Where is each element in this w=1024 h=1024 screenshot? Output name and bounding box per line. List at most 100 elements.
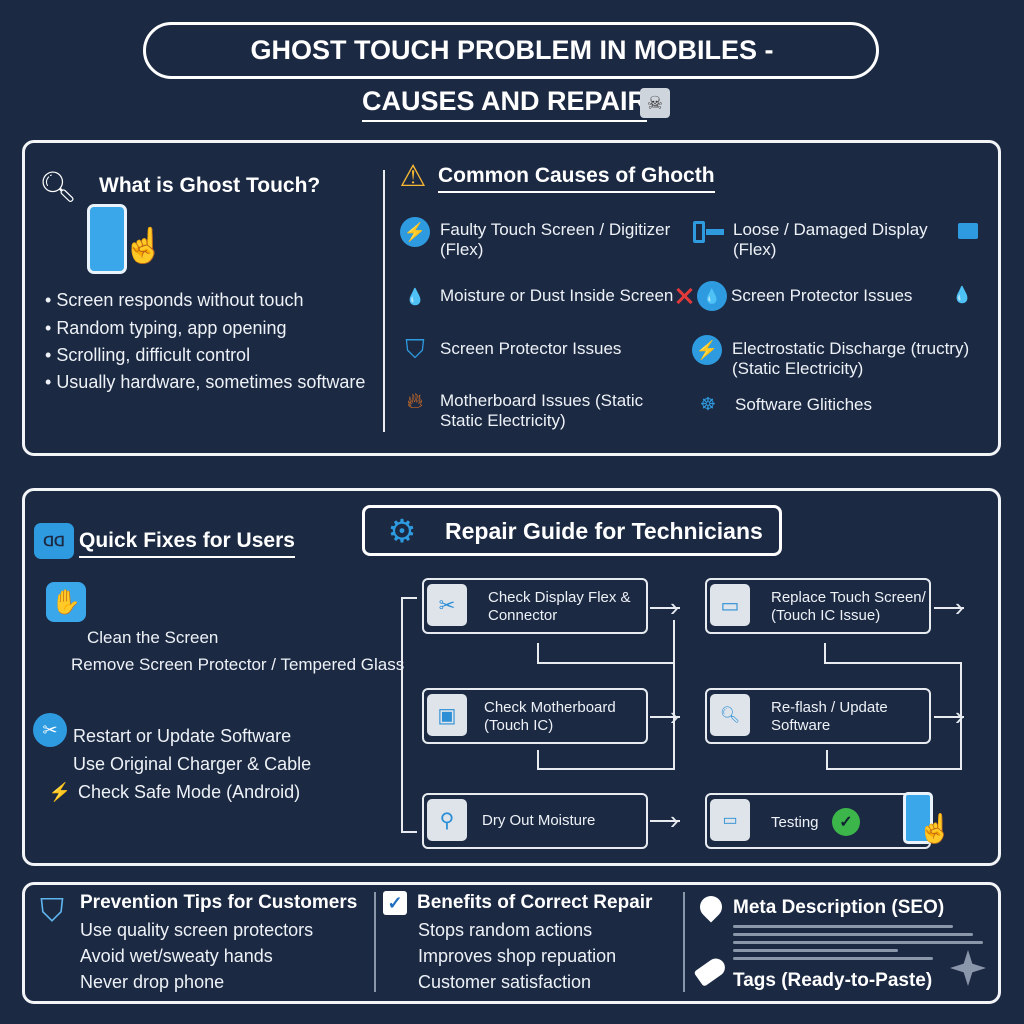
divider	[383, 170, 385, 432]
step-check-motherboard: ▣Check Motherboard (Touch IC)	[422, 688, 648, 744]
cause-item: Software Glitiches	[735, 395, 872, 414]
phone-touch-icon	[87, 204, 127, 274]
hand-pointer-icon: ☝	[917, 812, 953, 844]
bullet: • Scrolling, difficult control	[45, 345, 251, 365]
tools-icon: ✂	[33, 713, 67, 747]
arrow-icon: ›	[955, 592, 964, 622]
quick-item: Restart or Update Software	[73, 726, 292, 746]
bullet: • Random typing, app opening	[45, 318, 287, 338]
cause-item: Faulty Touch Screen / Digitizer (Flex)	[440, 220, 671, 259]
connector-tail	[706, 229, 724, 235]
overview-panel	[22, 140, 1001, 456]
cause-item: Moisture or Dust Inside Screen	[440, 286, 674, 305]
flow-line	[537, 750, 539, 770]
screen-icon: ▭	[710, 584, 750, 626]
monitor-icon: ▭	[710, 799, 750, 841]
title-line1: GHOST TOUCH PROBLEM IN MOBILES -	[250, 35, 774, 65]
flow-line	[824, 662, 961, 664]
quick-item: Clean the Screen	[87, 628, 219, 647]
text-line	[733, 941, 983, 944]
repair-heading: Repair Guide for Technicians	[445, 518, 763, 544]
cause-item: Screen Protector Issues	[731, 286, 913, 305]
step-reflash-software: 🔍︎Re-flash / Update Software	[705, 688, 931, 744]
flow-line	[537, 768, 674, 770]
meta-heading: Meta Description (SEO)	[733, 897, 945, 918]
fire-icon: 🔥︎	[406, 388, 424, 413]
arrow-icon: ›	[955, 701, 964, 731]
bullet: • Usually hardware, sometimes software	[45, 372, 366, 392]
shield-icon: ⛉	[39, 892, 64, 928]
flow-line	[537, 643, 539, 663]
bug-icon: ☸	[699, 393, 717, 414]
ghost-phone-icon: ☠	[640, 88, 670, 118]
warning-icon: ⚠	[399, 159, 427, 193]
monitor-search-icon: 🔍︎	[710, 694, 750, 736]
title-line2: CAUSES AND REPAIR	[362, 86, 648, 122]
cause-item: Motherboard Issues (Static Static Electr…	[440, 391, 644, 430]
prevention-heading: Prevention Tips for Customers	[80, 892, 358, 913]
cleaning-cloth-icon: ✋	[46, 582, 86, 622]
search-icon: 🔍︎	[38, 170, 78, 204]
fixes-panel	[22, 488, 1001, 866]
quick-item: Use Original Charger & Cable	[73, 754, 312, 774]
benefits-heading: Benefits of Correct Repair	[417, 892, 653, 913]
divider	[374, 892, 376, 992]
drop-dust-icon: 💧	[952, 287, 972, 304]
step-replace-touch-screen: ▭Replace Touch Screen/ (Touch IC Issue)	[705, 578, 931, 634]
step-testing: ▭Testing	[705, 793, 931, 849]
connector-icon	[693, 221, 727, 243]
arrow-icon: ›	[670, 701, 679, 731]
step-check-display-flex: ✂Check Display Flex & Connector	[422, 578, 648, 634]
flow-line	[401, 597, 417, 599]
prevention-item: Avoid wet/sweaty hands	[80, 946, 273, 966]
text-line	[733, 925, 953, 928]
what-heading: What is Ghost Touch?	[99, 174, 321, 197]
text-line	[733, 933, 973, 936]
flow-line	[826, 750, 828, 770]
flow-line	[401, 597, 403, 832]
lightning-icon: ⚡	[400, 217, 430, 247]
water-drops-icon: 💧	[405, 289, 425, 306]
chip-icon: ▣	[427, 694, 467, 736]
flow-line	[650, 716, 680, 718]
quick-heading: Quick Fixes for Users	[79, 529, 295, 558]
tags-heading: Tags (Ready-to-Paste)	[733, 970, 933, 991]
flow-line	[650, 820, 680, 822]
flow-line	[650, 607, 680, 609]
checkbox-icon: ✓	[383, 891, 407, 915]
divider	[683, 892, 685, 992]
hand-pointer-icon: ☝	[122, 227, 166, 265]
step-dry-moisture: ⚲Dry Out Moisture	[422, 793, 648, 849]
lightning-icon: ⚡	[50, 781, 70, 802]
bullet: • Screen responds without touch	[45, 290, 304, 310]
bottom-panel	[22, 882, 1001, 1004]
cause-item: Screen Protector Issues	[440, 339, 622, 358]
arrow-icon: ›	[670, 805, 679, 835]
gear-icon: ⚙	[387, 513, 417, 549]
check-circle-icon: ✓	[832, 808, 860, 836]
toolbox-icon: ᗡᗡ	[34, 523, 74, 559]
benefit-item: Stops random actions	[418, 920, 593, 940]
phone-touch-icon	[903, 792, 933, 844]
text-line	[733, 957, 933, 960]
flow-line	[824, 643, 826, 663]
cause-item: Loose / Damaged Display (Flex)	[733, 220, 928, 259]
quick-item: Check Safe Mode (Android)	[78, 782, 301, 802]
lightning-icon: ⚡	[692, 335, 722, 365]
connector-body	[693, 221, 705, 243]
flow-line	[934, 716, 964, 718]
prevention-item: Use quality screen protectors	[80, 920, 314, 940]
causes-heading: Common Causes of Ghocth	[438, 164, 715, 193]
benefit-item: Customer satisfaction	[418, 972, 592, 992]
flow-line	[934, 607, 964, 609]
flow-line	[537, 662, 674, 664]
flow-line	[673, 620, 675, 770]
flow-line	[826, 768, 962, 770]
arrow-icon: ›	[670, 592, 679, 622]
prevention-item: Never drop phone	[80, 972, 225, 992]
flow-line	[401, 831, 417, 833]
quick-item: Remove Screen Protector / Tempered Glass	[71, 655, 405, 674]
title-box	[143, 22, 879, 79]
cause-item: Electrostatic Discharge (tructry) (Stati…	[732, 339, 970, 378]
shield-icon: ⛉	[405, 334, 425, 364]
